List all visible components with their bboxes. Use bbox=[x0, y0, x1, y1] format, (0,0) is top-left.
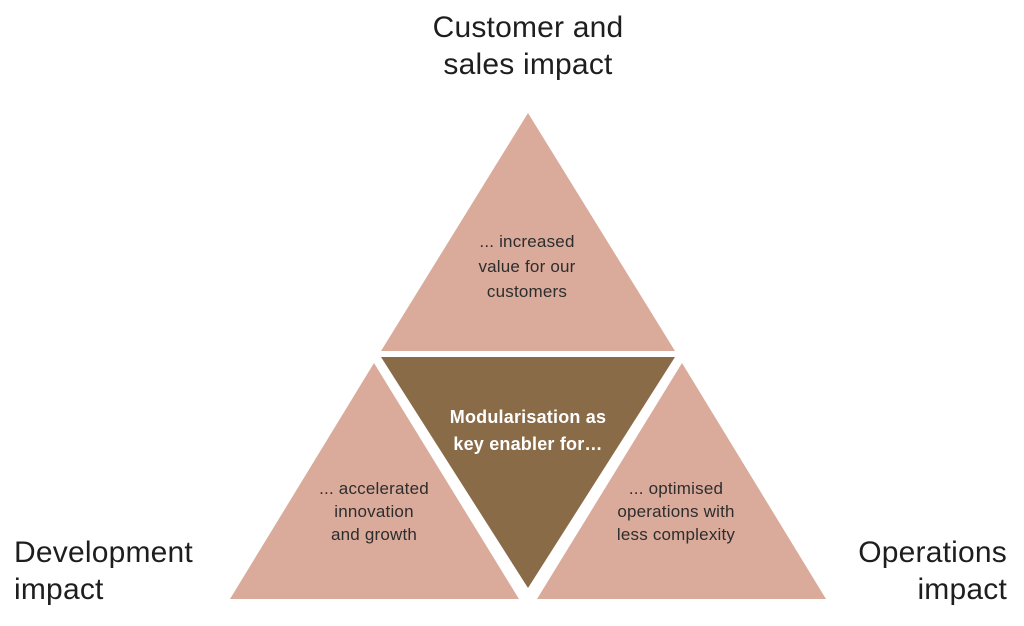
optimised-operations-text: ... optimised operations with less compl… bbox=[616, 479, 736, 544]
development-impact-label: Development impact bbox=[14, 536, 193, 606]
development-triangle-shape bbox=[230, 363, 519, 599]
customer-sales-triangle-shape bbox=[381, 113, 675, 351]
operations-triangle-shape bbox=[537, 363, 826, 599]
increased-value-text: ... increased value for our customers bbox=[478, 232, 576, 301]
accelerated-innovation-text: ... accelerated innovation and growth bbox=[319, 479, 429, 544]
modularisation-key-enabler-text: Modularisation as key enabler for… bbox=[449, 407, 607, 454]
customer-sales-impact-label: Customer and sales impact bbox=[432, 11, 624, 81]
operations-impact-label: Operations impact bbox=[858, 536, 1007, 606]
modularisation-center-triangle-shape bbox=[381, 357, 675, 588]
